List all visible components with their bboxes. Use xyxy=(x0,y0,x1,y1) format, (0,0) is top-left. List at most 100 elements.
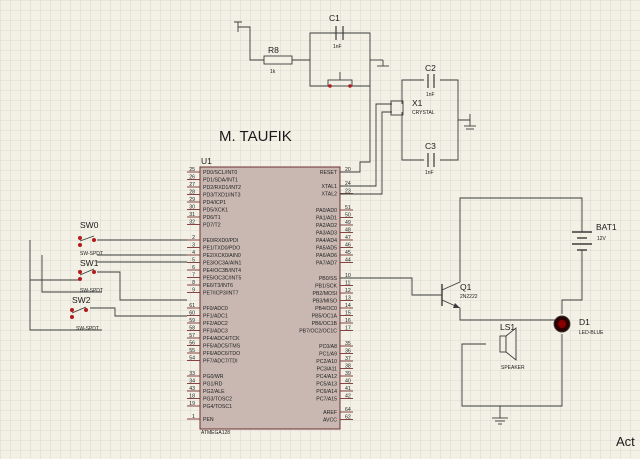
led-d1[interactable]: D1 LED-BLUE xyxy=(553,315,604,336)
mcu-pin-number: 11 xyxy=(345,281,350,287)
mcu-pin-number: 26 xyxy=(189,175,195,181)
mcu-pin-number: 14 xyxy=(345,303,351,309)
q1-collector xyxy=(441,281,461,291)
wire-reset xyxy=(340,60,371,173)
mcu-pin-number: 61 xyxy=(189,303,195,309)
wire-pb0-base xyxy=(340,277,442,296)
mcu-pin-number: 17 xyxy=(345,326,351,332)
c1-plates xyxy=(335,26,344,40)
mcu-ref: U1 xyxy=(201,156,212,166)
mcu-pin-number: 25 xyxy=(189,167,195,173)
mcu-pin-number: 39 xyxy=(345,371,351,377)
mcu-pin-name: PC3/A11 xyxy=(317,367,337,373)
mcu-pin-number: 47 xyxy=(345,235,351,241)
sw0-contact xyxy=(92,238,96,242)
wire-btn-left xyxy=(309,60,328,87)
ls1-coil xyxy=(499,335,507,353)
wire-r8-c1 xyxy=(292,32,371,61)
sw2-lever xyxy=(71,306,87,314)
mcu-pin-number: 46 xyxy=(345,243,351,249)
mcu-pin-number: 64 xyxy=(345,407,351,413)
mcu-pin-name: PB3/MISO xyxy=(312,299,337,305)
mcu-pin-number: 38 xyxy=(345,364,351,370)
sw2-contact xyxy=(70,315,74,319)
bat1-ref: BAT1 xyxy=(596,222,617,232)
mcu-pin-name: PB4/OC0 xyxy=(315,306,337,312)
wire-collector-bat xyxy=(459,197,583,282)
c1-value: 1nF xyxy=(333,44,342,50)
sw0-value: SW-SPDT xyxy=(80,251,103,257)
mcu-pin-number: 56 xyxy=(189,341,195,347)
mcu-pin-number: 29 xyxy=(189,197,195,203)
mcu-pin-name: PB7/OC2/OC1C xyxy=(299,329,337,335)
reset-pushbutton[interactable] xyxy=(327,72,353,88)
mcu-pin-name: PD7/T2 xyxy=(203,223,221,229)
mcu-pin-number: 5 xyxy=(192,258,195,264)
mcu-pin-name: PD3/TXD1/INT3 xyxy=(203,193,241,199)
transistor-q1[interactable]: Q1 2N2222 xyxy=(441,281,478,309)
mcu-pin-number: 60 xyxy=(189,311,195,317)
mcu-pin-name: PG2/ALE xyxy=(203,389,225,395)
mcu-pin-number: 24 xyxy=(345,181,351,187)
mcu-pin-number: 6 xyxy=(192,265,195,271)
capacitor-c3[interactable]: C3 1nF xyxy=(425,141,436,176)
mcu-pin-name: PC0/A8 xyxy=(319,344,337,350)
mcu-pin-name: PF5/ADC5/TMS xyxy=(203,344,241,350)
r8-ref: R8 xyxy=(268,45,279,55)
mcu-pin-name: PC4/A12 xyxy=(316,374,337,380)
mcu-pin-name: PE0/RXD0/PDI xyxy=(203,238,238,244)
sw2-contact xyxy=(70,308,74,312)
mcu-pin-number: 51 xyxy=(345,205,351,211)
wire-spk-ground xyxy=(461,343,500,407)
c2-plates xyxy=(427,74,435,88)
mcu-pin-number: 55 xyxy=(189,348,195,354)
switch-sw2[interactable]: SW2 SW-SPDT xyxy=(70,295,99,332)
ground-icon xyxy=(464,114,476,130)
mcu-pin-name: PE7/ICP3/INT7 xyxy=(203,291,239,297)
mcu-pin-name: PF3/ADC3 xyxy=(203,329,228,335)
wire-c2-left xyxy=(401,79,424,104)
c3-plates xyxy=(427,153,435,167)
mcu-pin-name: PG4/TOSC1 xyxy=(203,404,232,410)
x1-ref: X1 xyxy=(412,98,423,108)
mcu-pin-number: 20 xyxy=(345,167,351,173)
mcu-pin-name: PC6/A14 xyxy=(316,389,337,395)
capacitor-c2[interactable]: C2 1nF xyxy=(425,63,436,98)
mcu-pin-number: 41 xyxy=(345,386,351,392)
mcu-pin-number: 34 xyxy=(189,379,195,385)
mcu-pin-name: PF7/ADC7/TDI xyxy=(203,359,238,365)
resistor-r8[interactable]: R8 1k xyxy=(263,45,293,75)
crystal-x1[interactable]: X1 CRYSTAL xyxy=(390,98,435,116)
mcu-pin-number: 15 xyxy=(345,311,351,317)
mcu-pin-name: PD2/RXD1/INT2 xyxy=(203,185,241,191)
mcu-pin-name: PB5/OC1A xyxy=(312,314,338,320)
sw2-value: SW-SPDT xyxy=(76,326,99,332)
mcu-pin-name: PC2/A10 xyxy=(316,359,337,365)
sw0-contact xyxy=(78,236,82,240)
mcu-pin-number: 36 xyxy=(345,349,351,355)
mcu-pin-name: AVCC xyxy=(323,418,337,424)
switch-sw0[interactable]: SW0 SW-SPDT xyxy=(78,220,103,257)
mcu-pin-name: PC1/A9 xyxy=(319,352,337,358)
mcu-pin-name: PE6/T3/INT6 xyxy=(203,283,233,289)
switch-sw1[interactable]: SW1 SW-SPDT xyxy=(78,258,103,294)
wire-c3-gnd xyxy=(440,120,459,161)
mcu-pin-name: PF4/ADC4/TCK xyxy=(203,336,240,342)
capacitor-c1[interactable]: C1 1nF xyxy=(329,13,344,50)
mcu-pin-name: PA0/AD0 xyxy=(316,208,337,214)
mcu-pin-name: PD6/T1 xyxy=(203,215,221,221)
wire-xtal2 xyxy=(340,111,392,195)
battery-bat1[interactable]: BAT1 12V xyxy=(572,222,617,258)
mcu-pin-number: 50 xyxy=(345,213,351,219)
mcu-pin-number: 49 xyxy=(345,220,351,226)
speaker-ls1[interactable]: LS1 SPEAKER xyxy=(499,322,525,371)
sw0-contact xyxy=(78,243,82,247)
mcu-pin-number: 54 xyxy=(189,356,195,362)
mcu-pin-number: 8 xyxy=(192,280,195,286)
sw1-contact xyxy=(92,270,96,274)
c2-value: 1nF xyxy=(426,92,435,98)
mcu-pin-name: PF1/ADC1 xyxy=(203,314,228,320)
